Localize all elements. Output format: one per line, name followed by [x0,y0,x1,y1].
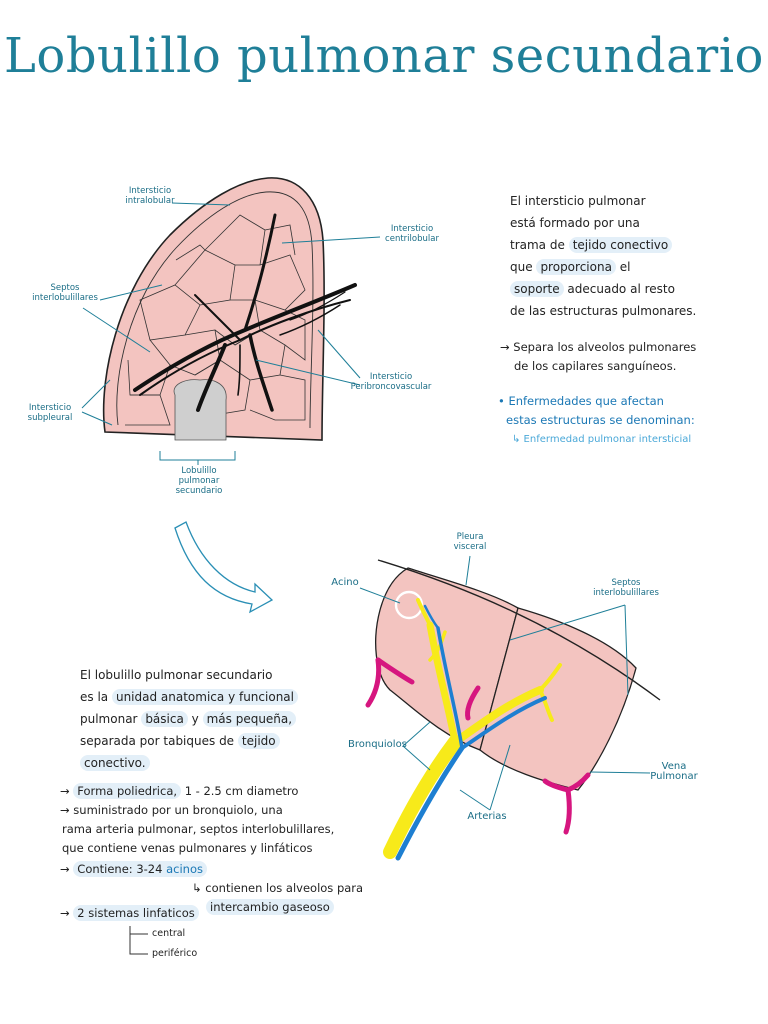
note-line: es la unidad anatomica y funcional [80,686,370,708]
label-intersticio-intralobular: Intersticio intralobular [118,186,182,206]
note-text: → [60,862,70,876]
note-text: → [60,906,70,920]
highlight: tejido [238,733,280,749]
note-line: → Separa los alveolos pulmonares [500,338,740,357]
note-line: estas estructuras se denominan: [498,411,738,430]
notes-lobulillo-details: → Forma poliedrica, 1 - 2.5 cm diametro … [60,782,380,858]
note-line: de los capilares sanguíneos. [500,357,740,376]
note-text: que [510,260,533,274]
label-septos-interlobulillares: Septos interlobulillares [26,283,104,303]
highlight: conectivo. [80,755,150,771]
note-text: y [192,712,199,726]
notes-enfermedades: • Enfermedades que afectan estas estruct… [498,392,738,449]
notes-linfaticos-types: central periférico [152,924,197,964]
highlight: más pequeña, [203,711,297,727]
note-text: separada por tabiques de [80,734,234,748]
label-acino: Acino [325,578,365,588]
label-lobulillo-pulmonar-secundario: Lobulillo pulmonar secundario [160,466,238,496]
notes-separa: → Separa los alveolos pulmonares de los … [500,338,740,376]
highlight: proporciona [536,259,616,275]
note-line: está formado por una [510,212,740,234]
note-text: Contiene: 3-24 [77,862,162,876]
notes-intersticio: El intersticio pulmonar está formado por… [510,190,740,322]
highlight: unidad anatomica y funcional [112,689,298,705]
notes-linfaticos: → 2 sistemas linfaticos [60,904,380,923]
note-text: adecuado al resto [567,282,675,296]
note-text: pulmonar [80,712,137,726]
note-line: central [152,924,197,944]
note-line: → Forma poliedrica, 1 - 2.5 cm diametro [60,782,380,801]
label-pleura-visceral: Pleura visceral [440,532,500,552]
note-line: rama arteria pulmonar, septos interlobul… [60,820,380,839]
transition-arrow-icon [175,522,272,612]
label-intersticio-subpleural: Intersticio subpleural [18,403,82,423]
note-text: 1 - 2.5 cm diametro [185,784,299,798]
notes-lobulillo: El lobulillo pulmonar secundario es la u… [80,664,370,774]
note-text: → [60,784,70,798]
note-line: que contiene venas pulmonares y linfátic… [60,839,380,858]
note-line: pulmonar básica y más pequeña, [80,708,370,730]
label-arterias: Arterias [462,812,512,822]
note-line: de las estructuras pulmonares. [510,300,740,322]
note-line: soporte adecuado al resto [510,278,740,300]
highlight: 2 sistemas linfaticos [73,905,198,921]
note-text: acinos [166,862,203,876]
note-line: separada por tabiques de tejido [80,730,370,752]
note-line: → 2 sistemas linfaticos [60,904,380,923]
note-text: es la [80,690,108,704]
highlight: básica [141,711,188,727]
label-septos-interlobulillares-2: Septos interlobulillares [584,578,668,598]
note-text: trama de [510,238,565,252]
note-text: el [620,260,631,274]
note-line: El lobulillo pulmonar secundario [80,664,370,686]
highlight: tejido conectivo [569,237,673,253]
note-line: → Contiene: 3-24 acinos [60,860,380,879]
highlight: Forma poliedrica, [73,783,181,799]
lung-section-diagram [82,178,380,465]
note-line: El intersticio pulmonar [510,190,740,212]
label-intersticio-peribroncovascular: Intersticio Peribroncovascular [350,372,432,392]
note-line: conectivo. [80,752,370,774]
note-line: → suministrado por un bronquiolo, una [60,801,380,820]
highlight: soporte [510,281,564,297]
note-line: periférico [152,944,197,964]
highlight: Contiene: 3-24 acinos [73,861,207,877]
label-intersticio-centrilobular: Intersticio centrilobular [380,224,444,244]
note-line: trama de tejido conectivo [510,234,740,256]
note-line: ↳ contienen los alveolos para [60,879,380,898]
label-vena-pulmonar: Vena Pulmonar [644,762,704,782]
note-line: que proporciona el [510,256,740,278]
note-line: • Enfermedades que afectan [498,392,738,411]
note-line: ↳ Enfermedad pulmonar intersticial [498,430,738,449]
